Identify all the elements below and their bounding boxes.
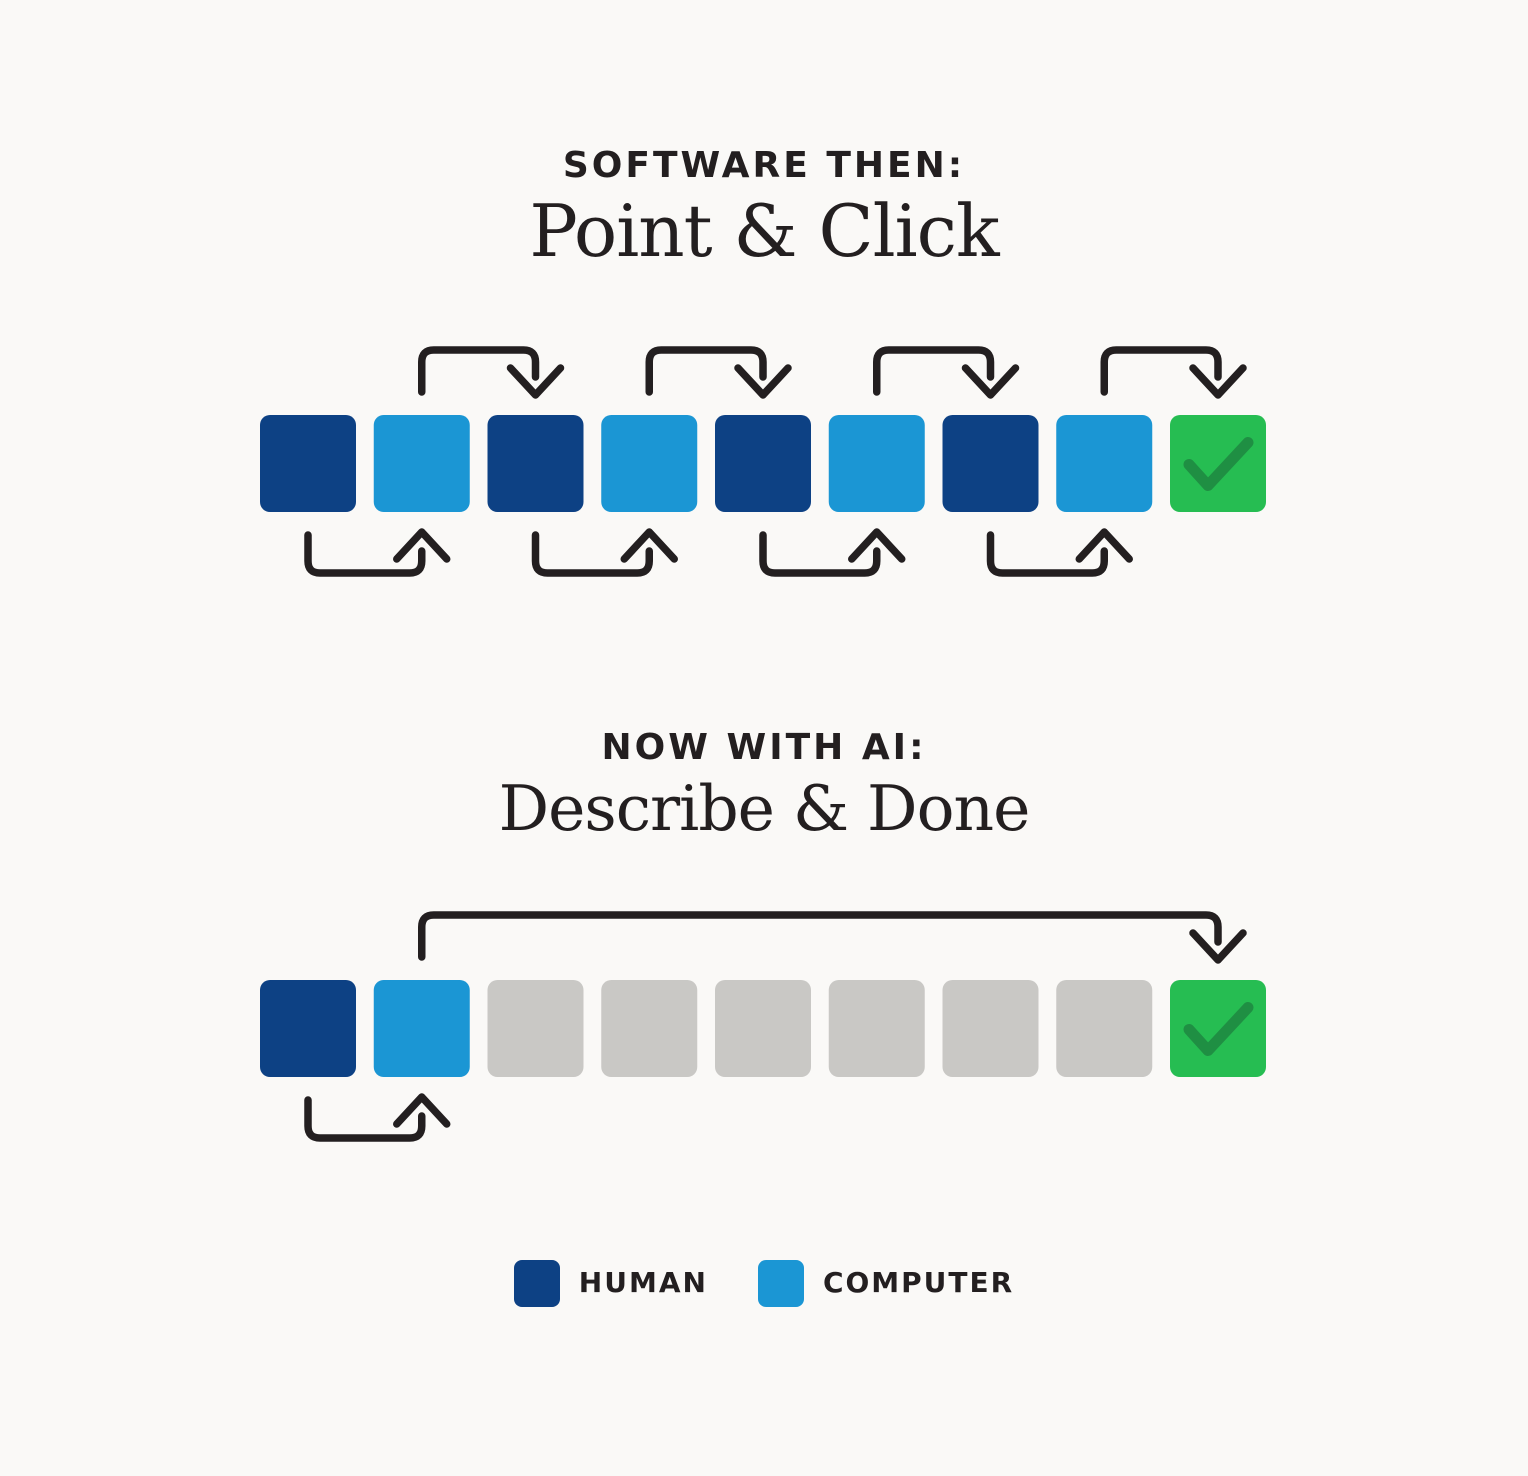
step-square-human xyxy=(942,414,1039,512)
arrowhead-up-icon xyxy=(1075,527,1133,563)
step-square-human xyxy=(715,414,811,512)
arrowhead-up-icon xyxy=(848,527,906,563)
step-square-human xyxy=(487,414,584,512)
step-square-computer xyxy=(373,979,470,1077)
flow-arrow-top xyxy=(873,345,995,396)
legend-item-computer: COMPUTER xyxy=(757,1259,1015,1307)
check-icon xyxy=(1183,1001,1254,1056)
section-then-kicker: SOFTWARE THEN: xyxy=(562,145,966,186)
step-square-inactive xyxy=(601,979,698,1077)
check-icon xyxy=(1183,436,1254,491)
describe-and-done-diagram xyxy=(260,910,1266,1142)
step-square-computer xyxy=(828,414,925,512)
point-and-click-diagram xyxy=(260,345,1266,577)
arrowhead-down-icon xyxy=(1189,928,1247,964)
section-software-then: SOFTWARE THEN: Point & Click xyxy=(0,148,1528,600)
legend-label-computer: COMPUTER xyxy=(822,1266,1015,1300)
step-square-human xyxy=(260,979,356,1077)
step-square-done xyxy=(1170,979,1266,1077)
step-square-inactive xyxy=(715,979,811,1077)
flow-arrow-top xyxy=(1100,345,1222,396)
flow-arrow-top xyxy=(418,910,1222,961)
flow-arrow-bottom xyxy=(304,1095,426,1142)
arrowhead-down-icon xyxy=(506,363,565,399)
step-square-inactive xyxy=(1056,979,1153,1077)
legend-item-human: HUMAN xyxy=(513,1259,708,1307)
arrowhead-up-icon xyxy=(393,527,451,563)
step-square-computer xyxy=(1056,414,1153,512)
step-square-human xyxy=(260,414,356,512)
step-square-inactive xyxy=(942,979,1039,1077)
flow-arrow-bottom xyxy=(986,530,1108,577)
legend: HUMAN COMPUTER xyxy=(0,1259,1528,1307)
human-swatch xyxy=(513,1259,560,1307)
section-then-title: Point & Click xyxy=(529,189,999,273)
section-ai-title: Describe & Done xyxy=(498,771,1031,845)
step-square-computer xyxy=(601,414,698,512)
arrowhead-up-icon xyxy=(620,527,678,563)
flow-arrow-top xyxy=(418,345,540,396)
flow-arrow-bottom xyxy=(759,530,881,577)
legend-label-human: HUMAN xyxy=(578,1266,708,1300)
section-now-with-ai: NOW WITH AI: Describe & Done xyxy=(0,726,1528,1165)
arrowhead-down-icon xyxy=(961,363,1020,399)
step-square-computer xyxy=(373,414,470,512)
section-ai-kicker: NOW WITH AI: xyxy=(601,726,927,768)
arrowhead-down-icon xyxy=(1189,363,1247,399)
step-square-done xyxy=(1170,414,1266,512)
computer-swatch xyxy=(757,1259,804,1307)
flow-arrow-top xyxy=(645,345,767,396)
flow-arrow-bottom xyxy=(531,530,653,577)
arrowhead-up-icon xyxy=(393,1092,451,1128)
arrowhead-down-icon xyxy=(734,363,792,399)
flow-arrow-bottom xyxy=(304,530,426,577)
step-square-inactive xyxy=(828,979,925,1077)
step-square-inactive xyxy=(487,979,584,1077)
